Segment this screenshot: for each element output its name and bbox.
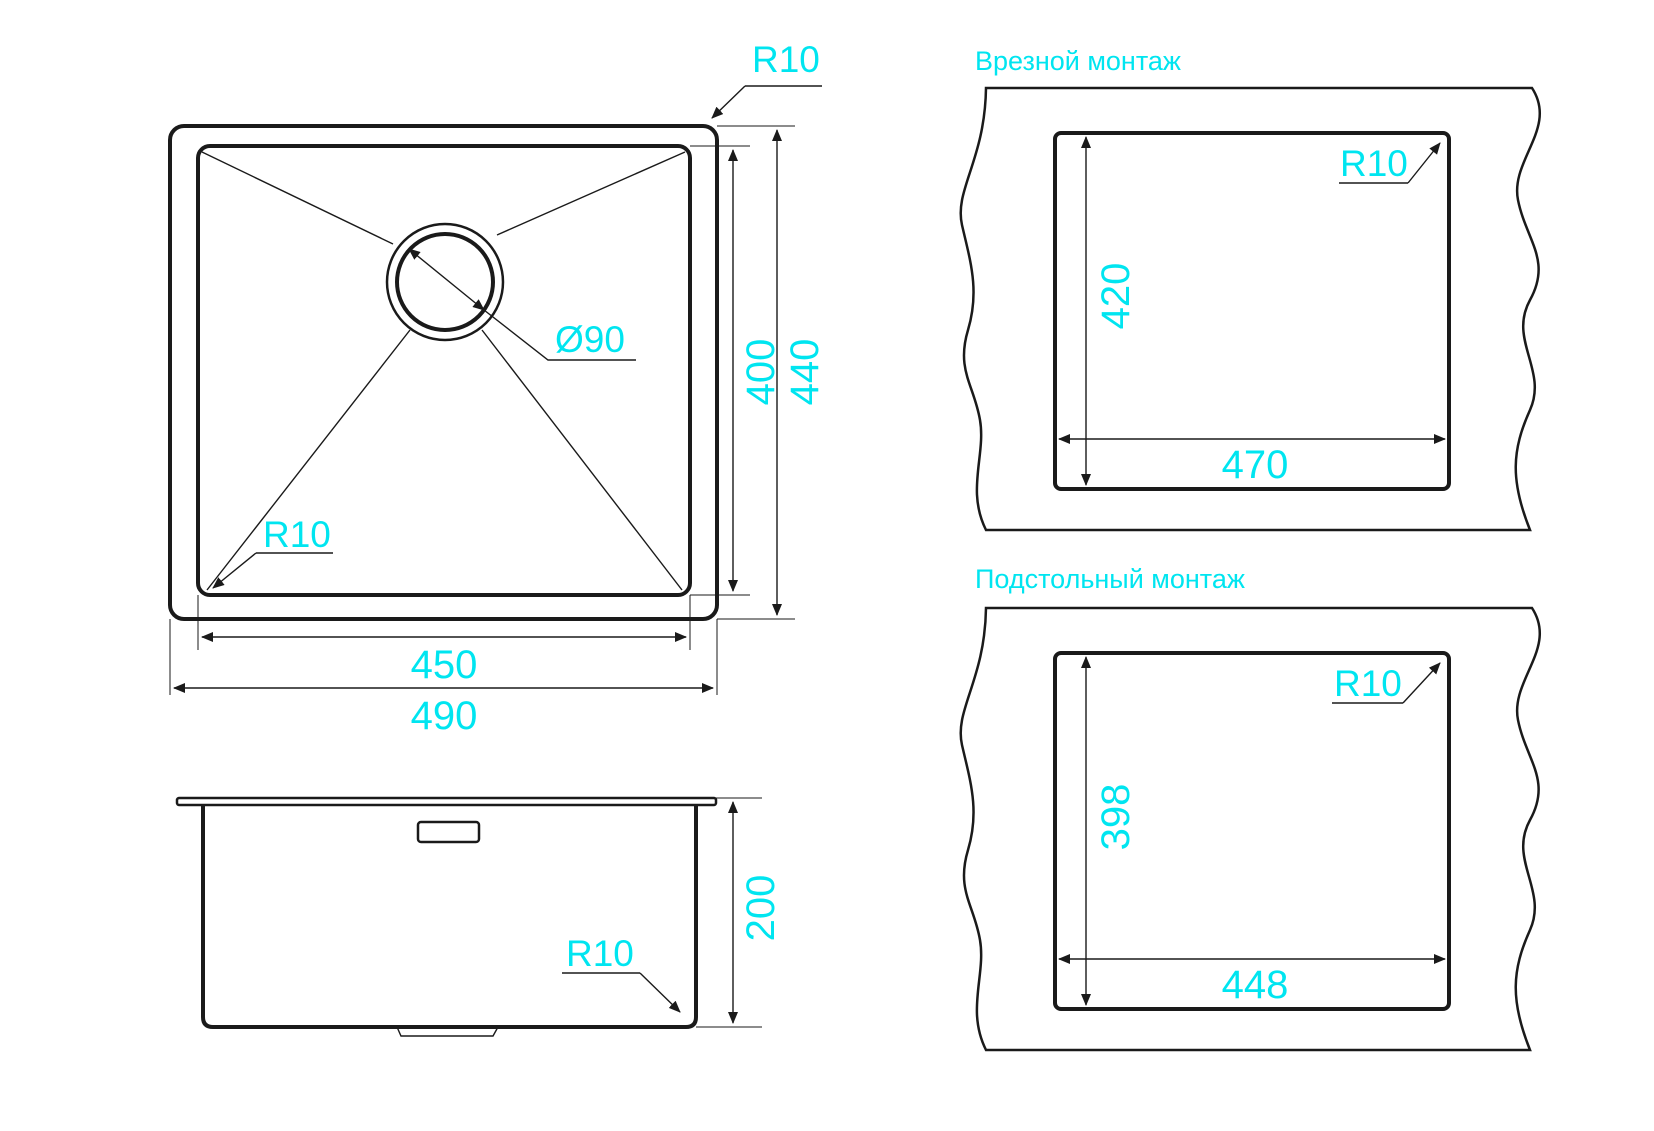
sink-inner-bowl bbox=[196, 144, 692, 597]
undermount-cutout bbox=[1053, 651, 1451, 1011]
undermount-countertop-outline bbox=[959, 606, 1542, 1052]
drain-outlet bbox=[396, 1026, 499, 1037]
sink-outer-rim bbox=[168, 124, 719, 621]
undermount-height-label: 398 bbox=[1094, 784, 1138, 851]
drain-inner-ring bbox=[395, 232, 495, 332]
bottom-radius-label: R10 bbox=[566, 933, 634, 974]
inset-radius-label: R10 bbox=[1340, 143, 1408, 184]
outer-width-label: 490 bbox=[411, 694, 478, 738]
inset-height-label: 420 bbox=[1094, 263, 1138, 330]
slope-line-top-left bbox=[201, 151, 394, 245]
inner-radius-leader bbox=[212, 552, 257, 589]
side-rim bbox=[175, 796, 718, 807]
inner-height-label: 400 bbox=[739, 339, 783, 406]
depth-label: 200 bbox=[739, 875, 783, 942]
outer-radius-label: R10 bbox=[752, 39, 820, 80]
inset-countertop-outline bbox=[959, 86, 1542, 532]
drain-diameter-leader bbox=[483, 309, 636, 361]
inner-width-label: 450 bbox=[411, 643, 478, 687]
inset-mount-title: Врезной монтаж bbox=[975, 46, 1181, 76]
inset-mount-view: Врезной монтаж 420 470 R10 bbox=[959, 46, 1542, 532]
bottom-radius-leader bbox=[639, 972, 681, 1013]
inset-radius-leader bbox=[1407, 142, 1441, 184]
undermount-radius-leader bbox=[1402, 662, 1441, 704]
outer-height-label: 440 bbox=[783, 339, 827, 406]
undermount-radius-label: R10 bbox=[1334, 663, 1402, 704]
top-view: Ø90 R10 R10 400 440 450 490 bbox=[168, 39, 827, 738]
slope-line-bottom-right bbox=[481, 329, 683, 591]
overflow-slot bbox=[416, 820, 481, 844]
slope-line-bottom-left bbox=[206, 329, 411, 591]
drain-diameter-arrow bbox=[408, 248, 485, 311]
drain-diameter-label: Ø90 bbox=[555, 319, 625, 360]
side-bowl bbox=[201, 805, 698, 1029]
slope-line-top-right bbox=[496, 151, 686, 236]
side-view: 200 R10 bbox=[175, 796, 783, 1037]
undermount-width-label: 448 bbox=[1222, 963, 1289, 1007]
inner-radius-label: R10 bbox=[263, 514, 331, 555]
inset-width-label: 470 bbox=[1222, 443, 1289, 487]
inset-cutout bbox=[1053, 131, 1451, 491]
drain-outer-ring bbox=[385, 222, 505, 342]
undermount-title: Подстольный монтаж bbox=[975, 564, 1245, 594]
outer-radius-leader bbox=[711, 85, 746, 119]
undermount-view: Подстольный монтаж 398 448 R10 bbox=[959, 564, 1542, 1052]
